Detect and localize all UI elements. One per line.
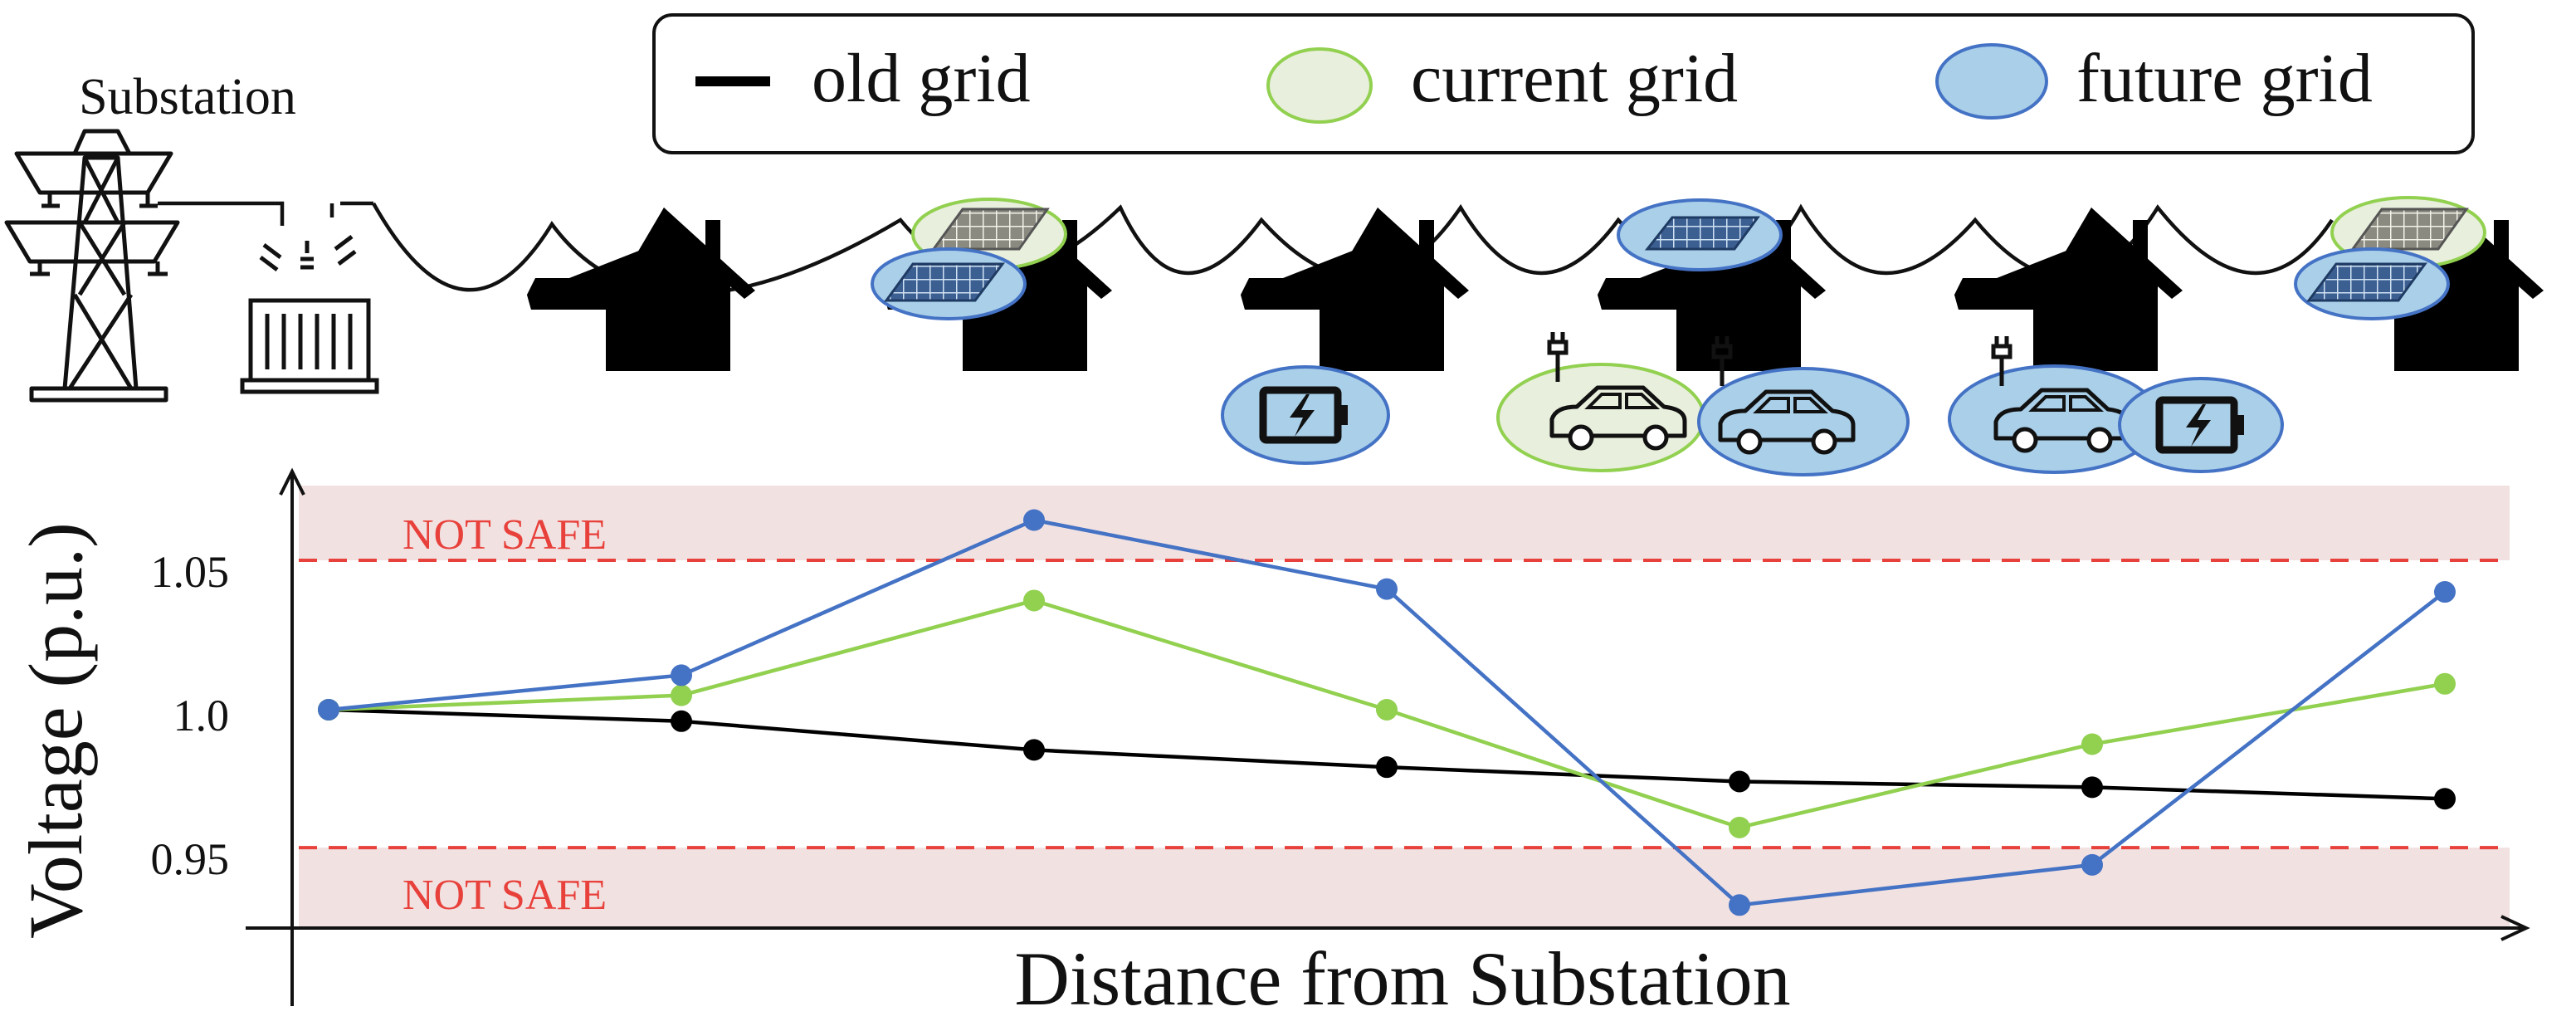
data-point-old-grid (1023, 739, 1045, 761)
data-point-current-grid (1376, 698, 1398, 721)
data-point-future-grid (2434, 581, 2456, 603)
data-point-current-grid (2081, 733, 2103, 755)
data-point-current-grid (2434, 672, 2456, 695)
legend: old grid current grid future grid (652, 13, 2475, 154)
data-point-current-grid (1729, 816, 1750, 838)
legend-current-grid-swatch (1266, 47, 1373, 124)
solar-panel-icon (1617, 198, 1783, 271)
battery-icon (2118, 377, 2284, 473)
data-point-old-grid (2081, 776, 2103, 799)
house-icon-5 (1954, 208, 2183, 371)
data-point-old-grid (1376, 756, 1398, 779)
legend-future-grid-label: future grid (2076, 40, 2373, 117)
data-point-future-grid (1023, 509, 1045, 531)
electric-car-icon (1496, 332, 1705, 472)
not-safe-band-upper (299, 486, 2510, 560)
not-safe-band-lower (299, 848, 2510, 928)
y-axis (279, 467, 305, 1006)
series-future-grid (318, 509, 2456, 916)
data-point-old-grid (2434, 788, 2456, 810)
transformer-icon (240, 235, 379, 394)
series-line-old-grid (328, 707, 2446, 801)
substation-label: Substation (79, 69, 296, 125)
transmission-tower-icon (4, 129, 180, 403)
legend-future-grid-swatch (1935, 43, 2048, 120)
battery-icon (1221, 365, 1390, 465)
not-safe-label-lower: NOT SAFE (402, 872, 607, 919)
y-tick-label: 1.05 (151, 547, 230, 597)
data-point-future-grid (318, 698, 339, 721)
y-tick-label: 0.95 (151, 834, 230, 884)
axes (246, 467, 2530, 1006)
legend-old-grid-label: old grid (812, 40, 1031, 117)
y-tick-label: 1.0 (173, 691, 230, 740)
x-axis-label: Distance from Substation (1014, 936, 1790, 1021)
data-point-future-grid (1376, 578, 1398, 600)
data-point-future-grid (671, 664, 692, 686)
y-tick-labels: 0.95 1.0 1.05 (151, 547, 230, 884)
solar-panel-icon (2294, 196, 2486, 320)
data-point-future-grid (1729, 894, 1750, 916)
wire-tower-to-transformer (158, 201, 373, 226)
data-point-current-grid (671, 684, 692, 706)
not-safe-label-upper: NOT SAFE (402, 511, 607, 559)
y-axis-label: Voltage (p.u.) (13, 522, 98, 939)
data-point-current-grid (1023, 589, 1045, 612)
data-point-future-grid (2081, 853, 2103, 876)
house-icon-1 (527, 208, 755, 371)
x-axis (246, 915, 2530, 941)
legend-current-grid-label: current grid (1411, 40, 1738, 117)
voltage-chart: NOT SAFE NOT SAFE 0.95 1.0 1.05 Distance f… (13, 467, 2530, 1021)
series-current-grid (318, 589, 2456, 838)
solar-panel-icon (871, 198, 1067, 320)
electric-car-icon (1697, 336, 1910, 476)
data-point-old-grid (1729, 770, 1750, 793)
data-point-old-grid (671, 710, 692, 732)
series-layer (318, 509, 2456, 916)
